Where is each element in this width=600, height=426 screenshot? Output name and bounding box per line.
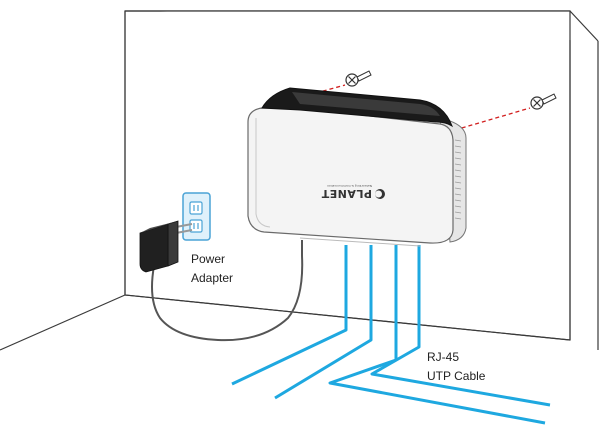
planet-logo-icon: PLANET Networking & Communication [321, 184, 385, 200]
adapter-side [167, 220, 179, 267]
power-adapter-label-line1: Power [191, 252, 226, 266]
power-adapter-label-line2: Adapter [191, 271, 234, 285]
device-side-vents [454, 139, 462, 220]
device-front-body [247, 107, 454, 244]
power-cable [151, 240, 304, 342]
power-adapter-icon [139, 220, 193, 273]
screw-icon [530, 93, 557, 110]
device-front-inner-edge [255, 118, 271, 228]
utp-cable-1 [231, 245, 348, 386]
brand-name: PLANET [321, 187, 372, 200]
adapter-prongs [175, 223, 193, 234]
power-outlet-icon [182, 192, 211, 241]
device-bottom-edge [299, 237, 421, 247]
screw-guide-line-right [454, 107, 531, 131]
wall-top-face [125, 11, 598, 42]
outlet-socket-top [189, 201, 203, 215]
utp-cable-4 [370, 245, 551, 407]
utp-cable-2 [274, 245, 373, 400]
adapter-body [139, 223, 169, 273]
utp-cable-label-line2: UTP Cable [427, 369, 486, 383]
utp-cable-label: RJ-45 UTP Cable [427, 348, 485, 386]
wall-depth-top [569, 10, 599, 42]
brand-tagline: Networking & Communication [327, 184, 372, 188]
utp-cables [231, 245, 551, 425]
device-top-highlight [292, 92, 440, 116]
floor-left-edge [0, 294, 126, 351]
outlet-socket-bottom [189, 219, 203, 233]
screw-icon [345, 70, 372, 87]
planet-device: PLANET Networking & Communication [247, 87, 467, 247]
utp-cable-3 [328, 245, 546, 425]
utp-cable-label-line1: RJ-45 [427, 350, 460, 364]
outlet-plate [182, 192, 211, 241]
power-adapter-label: Power Adapter [191, 250, 233, 288]
